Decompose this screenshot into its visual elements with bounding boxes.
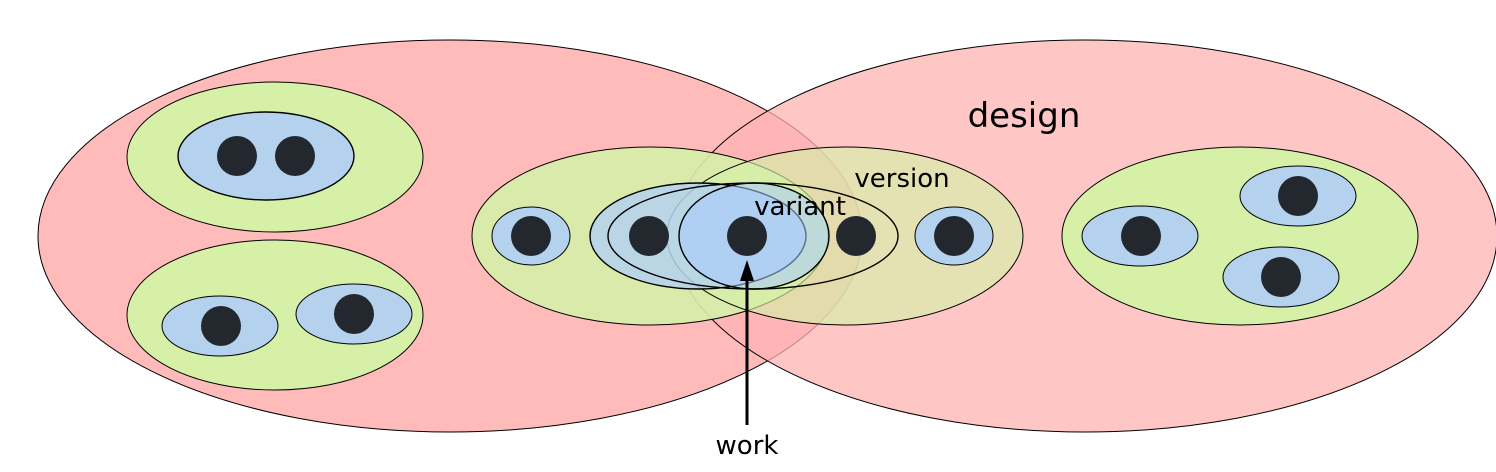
work-dots <box>201 136 1318 346</box>
work-dot <box>629 216 669 256</box>
work-label: work <box>716 431 779 461</box>
work-dot <box>201 306 241 346</box>
work-dot <box>934 216 974 256</box>
work-dot <box>1261 257 1301 297</box>
work-dot <box>836 216 876 256</box>
variant-set-center-outer-right <box>607 182 899 290</box>
variant-set-left-top <box>177 111 355 201</box>
work-dot <box>1121 216 1161 256</box>
work-dot <box>334 294 374 334</box>
variant-label: variant <box>754 192 846 222</box>
work-dot <box>1278 176 1318 216</box>
version-label: version <box>854 164 949 194</box>
work-dot <box>217 136 257 176</box>
design-label: design <box>968 96 1081 136</box>
work-dot <box>727 216 767 256</box>
work-arrow <box>740 260 754 425</box>
work-dot <box>275 136 315 176</box>
work-dot <box>511 216 551 256</box>
